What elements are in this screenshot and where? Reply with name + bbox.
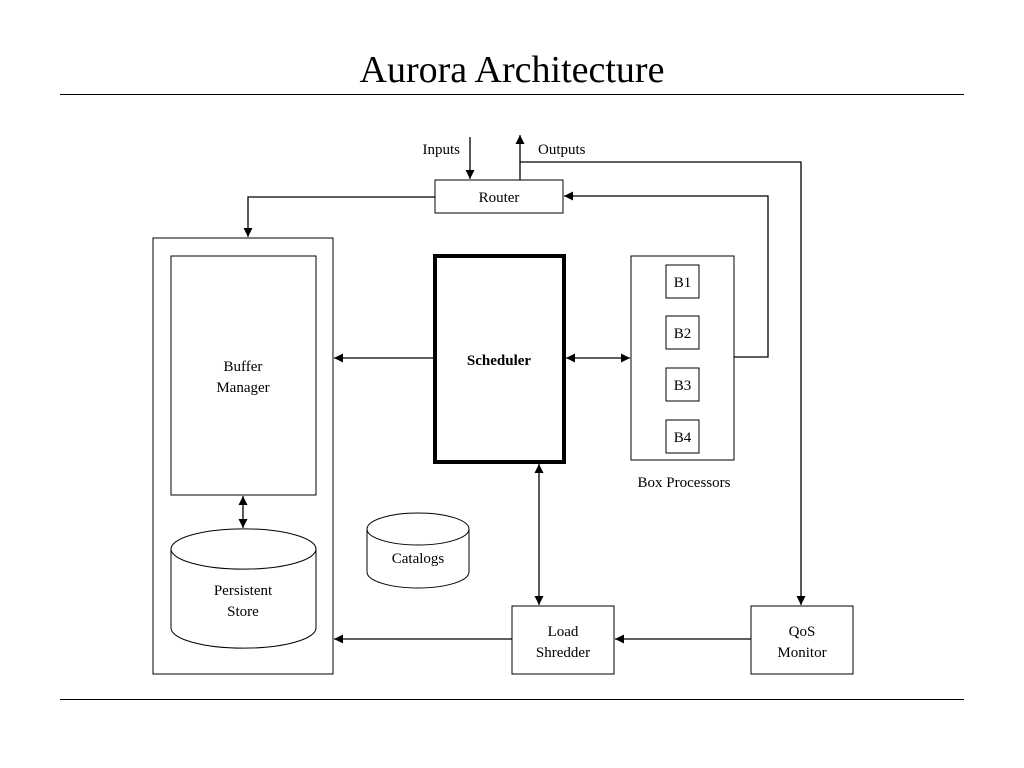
load-shredder-label-line2: Shredder [536, 645, 590, 661]
buffer-manager-label-line2: Manager [216, 380, 269, 396]
catalogs-cylinder [366, 512, 470, 589]
router-box [434, 179, 564, 214]
box-b4 [665, 419, 700, 454]
router-label: Router [479, 190, 520, 206]
top-rule [60, 94, 964, 95]
qos-monitor-label-line1: QoS [789, 624, 816, 640]
catalogs-label: Catalogs [392, 551, 445, 567]
qos-monitor-box [750, 605, 854, 675]
box-b3 [665, 367, 700, 402]
buffer-manager-label-line1: Buffer [224, 359, 263, 375]
box-b2-label: B2 [674, 326, 692, 342]
load-shredder-box [511, 605, 615, 675]
persistent-store-cylinder [170, 528, 317, 649]
boxes-to-router-connector [564, 191, 769, 358]
bottom-rule [60, 699, 964, 700]
qos-monitor-label-line2: Monitor [777, 645, 826, 661]
persistent-store-label-line2: Store [227, 604, 259, 620]
box-processors-label: Box Processors [638, 475, 731, 491]
persistent-store-label-line1: Persistent [214, 583, 273, 599]
scheduler-label: Scheduler [467, 353, 532, 369]
inputs-label: Inputs [423, 142, 461, 158]
scheduler-box [433, 254, 566, 464]
load-shredder-label-line1: Load [548, 624, 579, 640]
router-to-buffer-connector [243, 196, 435, 237]
outputs-to-qos-connector [520, 161, 806, 605]
box-b4-label: B4 [674, 430, 692, 446]
box-b3-label: B3 [674, 378, 692, 394]
slide-title: Aurora Architecture [359, 49, 665, 91]
buffer-manager-box [170, 255, 317, 496]
box-b1-label: B1 [674, 275, 692, 291]
box-b1 [665, 264, 700, 299]
box-b2 [665, 315, 700, 350]
outputs-label: Outputs [538, 142, 586, 158]
